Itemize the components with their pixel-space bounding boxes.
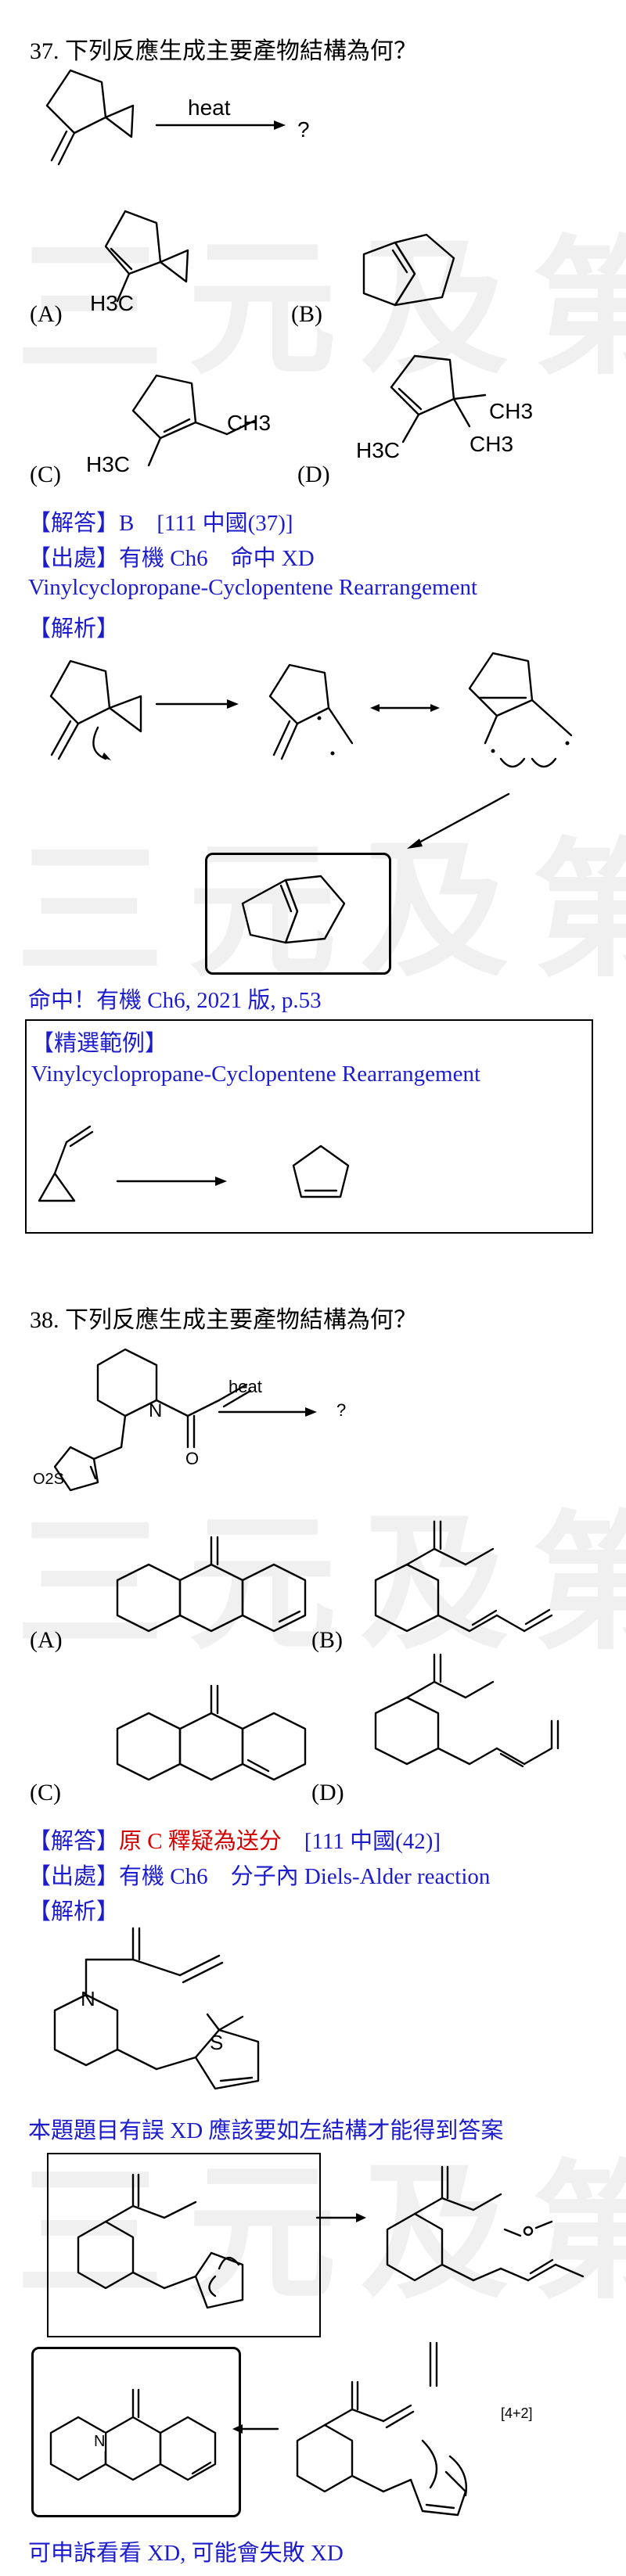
q38-mechanism-right [386,2165,585,2282]
q38-product-atom-n: N [94,2433,106,2451]
q37-option-c-structure [131,374,256,467]
q38-source: 【出處】有機 Ch6 分子內 Diels-Alder reaction [28,1864,491,1889]
q38-option-d-label: (D) [311,1780,344,1805]
q37-answer: 【解答】B [111 中國(37)] [28,511,293,536]
q37-reaction-name: Vinylcyclopropane-Cyclopentene Rearrange… [28,575,477,600]
q38-so2-label: O2S [33,1471,65,1488]
q37-option-c-label: (C) [30,462,61,487]
q38-reaction-arrow [218,1407,317,1417]
q38-mechanism-box [47,2153,321,2337]
q37-product-mark: ? [297,117,310,142]
q37-option-d-structure [390,354,487,444]
q38-option-d-structure [374,1653,559,1768]
q38-heat-label: heat [228,1377,262,1396]
q38-arrow-1 [315,2213,366,2222]
question-38: 38. 下列反應生成主要產物結構為何？ [30,1307,417,1333]
q38-option-a-structure [116,1536,307,1633]
q38-analysis-label: 【解析】 [28,1899,120,1924]
q38-atom-o: O [185,1449,200,1468]
q37-reactant-structure [45,69,135,166]
q37-option-b-label: (B) [291,301,322,327]
q38-diels-alder-intermediate [296,2380,467,2517]
q37-option-c-substituent-left: H3C [86,452,131,476]
q37-option-c-substituent-right: CH3 [227,411,272,435]
q38-product-box [31,2347,241,2517]
q38-option-b-structure [374,1520,553,1633]
q37-option-d-label: (D) [297,462,330,487]
q37-reaction-arrow [155,120,286,130]
q38-product-mark: ? [336,1400,347,1420]
q37-heat-label: heat [188,95,231,120]
q38-corrected-atom-s: S [210,2031,224,2054]
q38-option-c-label: (C) [30,1780,61,1805]
q37-option-a-substituent: H3C [90,291,135,315]
q37-option-a-structure [104,210,189,303]
q37-source: 【出處】有機 Ch6 命中 XD [28,546,315,571]
q38-atom-n: N [149,1400,163,1421]
q37-hit-note: 命中！有機 Ch6, 2021 版, p.53 [28,988,322,1013]
q38-mechanism-left [77,2173,244,2309]
q37-option-d-substituent-left: H3C [356,438,401,462]
q37-example-box [25,1019,593,1234]
q37-product-box [205,853,391,975]
q38-option-b-label: (B) [311,1627,343,1653]
watermark: 三元及第 [16,222,626,395]
q38-corrected-structure [53,1927,260,2090]
q37-product-structure [241,875,346,944]
q38-product-structure [49,2388,217,2481]
q37-example-title: 【精選範例】 [31,1031,168,1056]
q38-footer: 可申訴看看 XD, 可能會失敗 XD [28,2541,344,2566]
q37-example-diagram [38,1125,350,1202]
q38-cyclo-label: [4+2] [501,2405,533,2421]
q38-reactant-structure [53,1348,252,1492]
q37-mechanism-diagram [49,652,573,849]
q37-option-b-structure [362,233,455,307]
q37-option-d-substituent-right2: CH3 [470,432,514,456]
q38-corrected-atom-n: N [81,1987,95,2010]
question-37: 37. 下列反應生成主要產物結構為何？ [30,38,417,64]
q38-option-c-structure [116,1684,307,1781]
q38-note: 本題題目有誤 XD 應該要如左結構才能得到答案 [28,2118,504,2143]
q37-example-reaction: Vinylcyclopropane-Cyclopentene Rearrange… [31,1062,480,1087]
q38-answer: 【解答】原 C 釋疑為送分 [111 中國(42)] [28,1829,441,1854]
q37-analysis-label: 【解析】 [28,616,120,641]
q37-option-d-substituent-right1: CH3 [489,399,534,423]
q37-option-a-label: (A) [30,301,63,327]
q38-option-a-label: (A) [30,1627,63,1653]
q38-ethylene-bond [429,2341,438,2387]
